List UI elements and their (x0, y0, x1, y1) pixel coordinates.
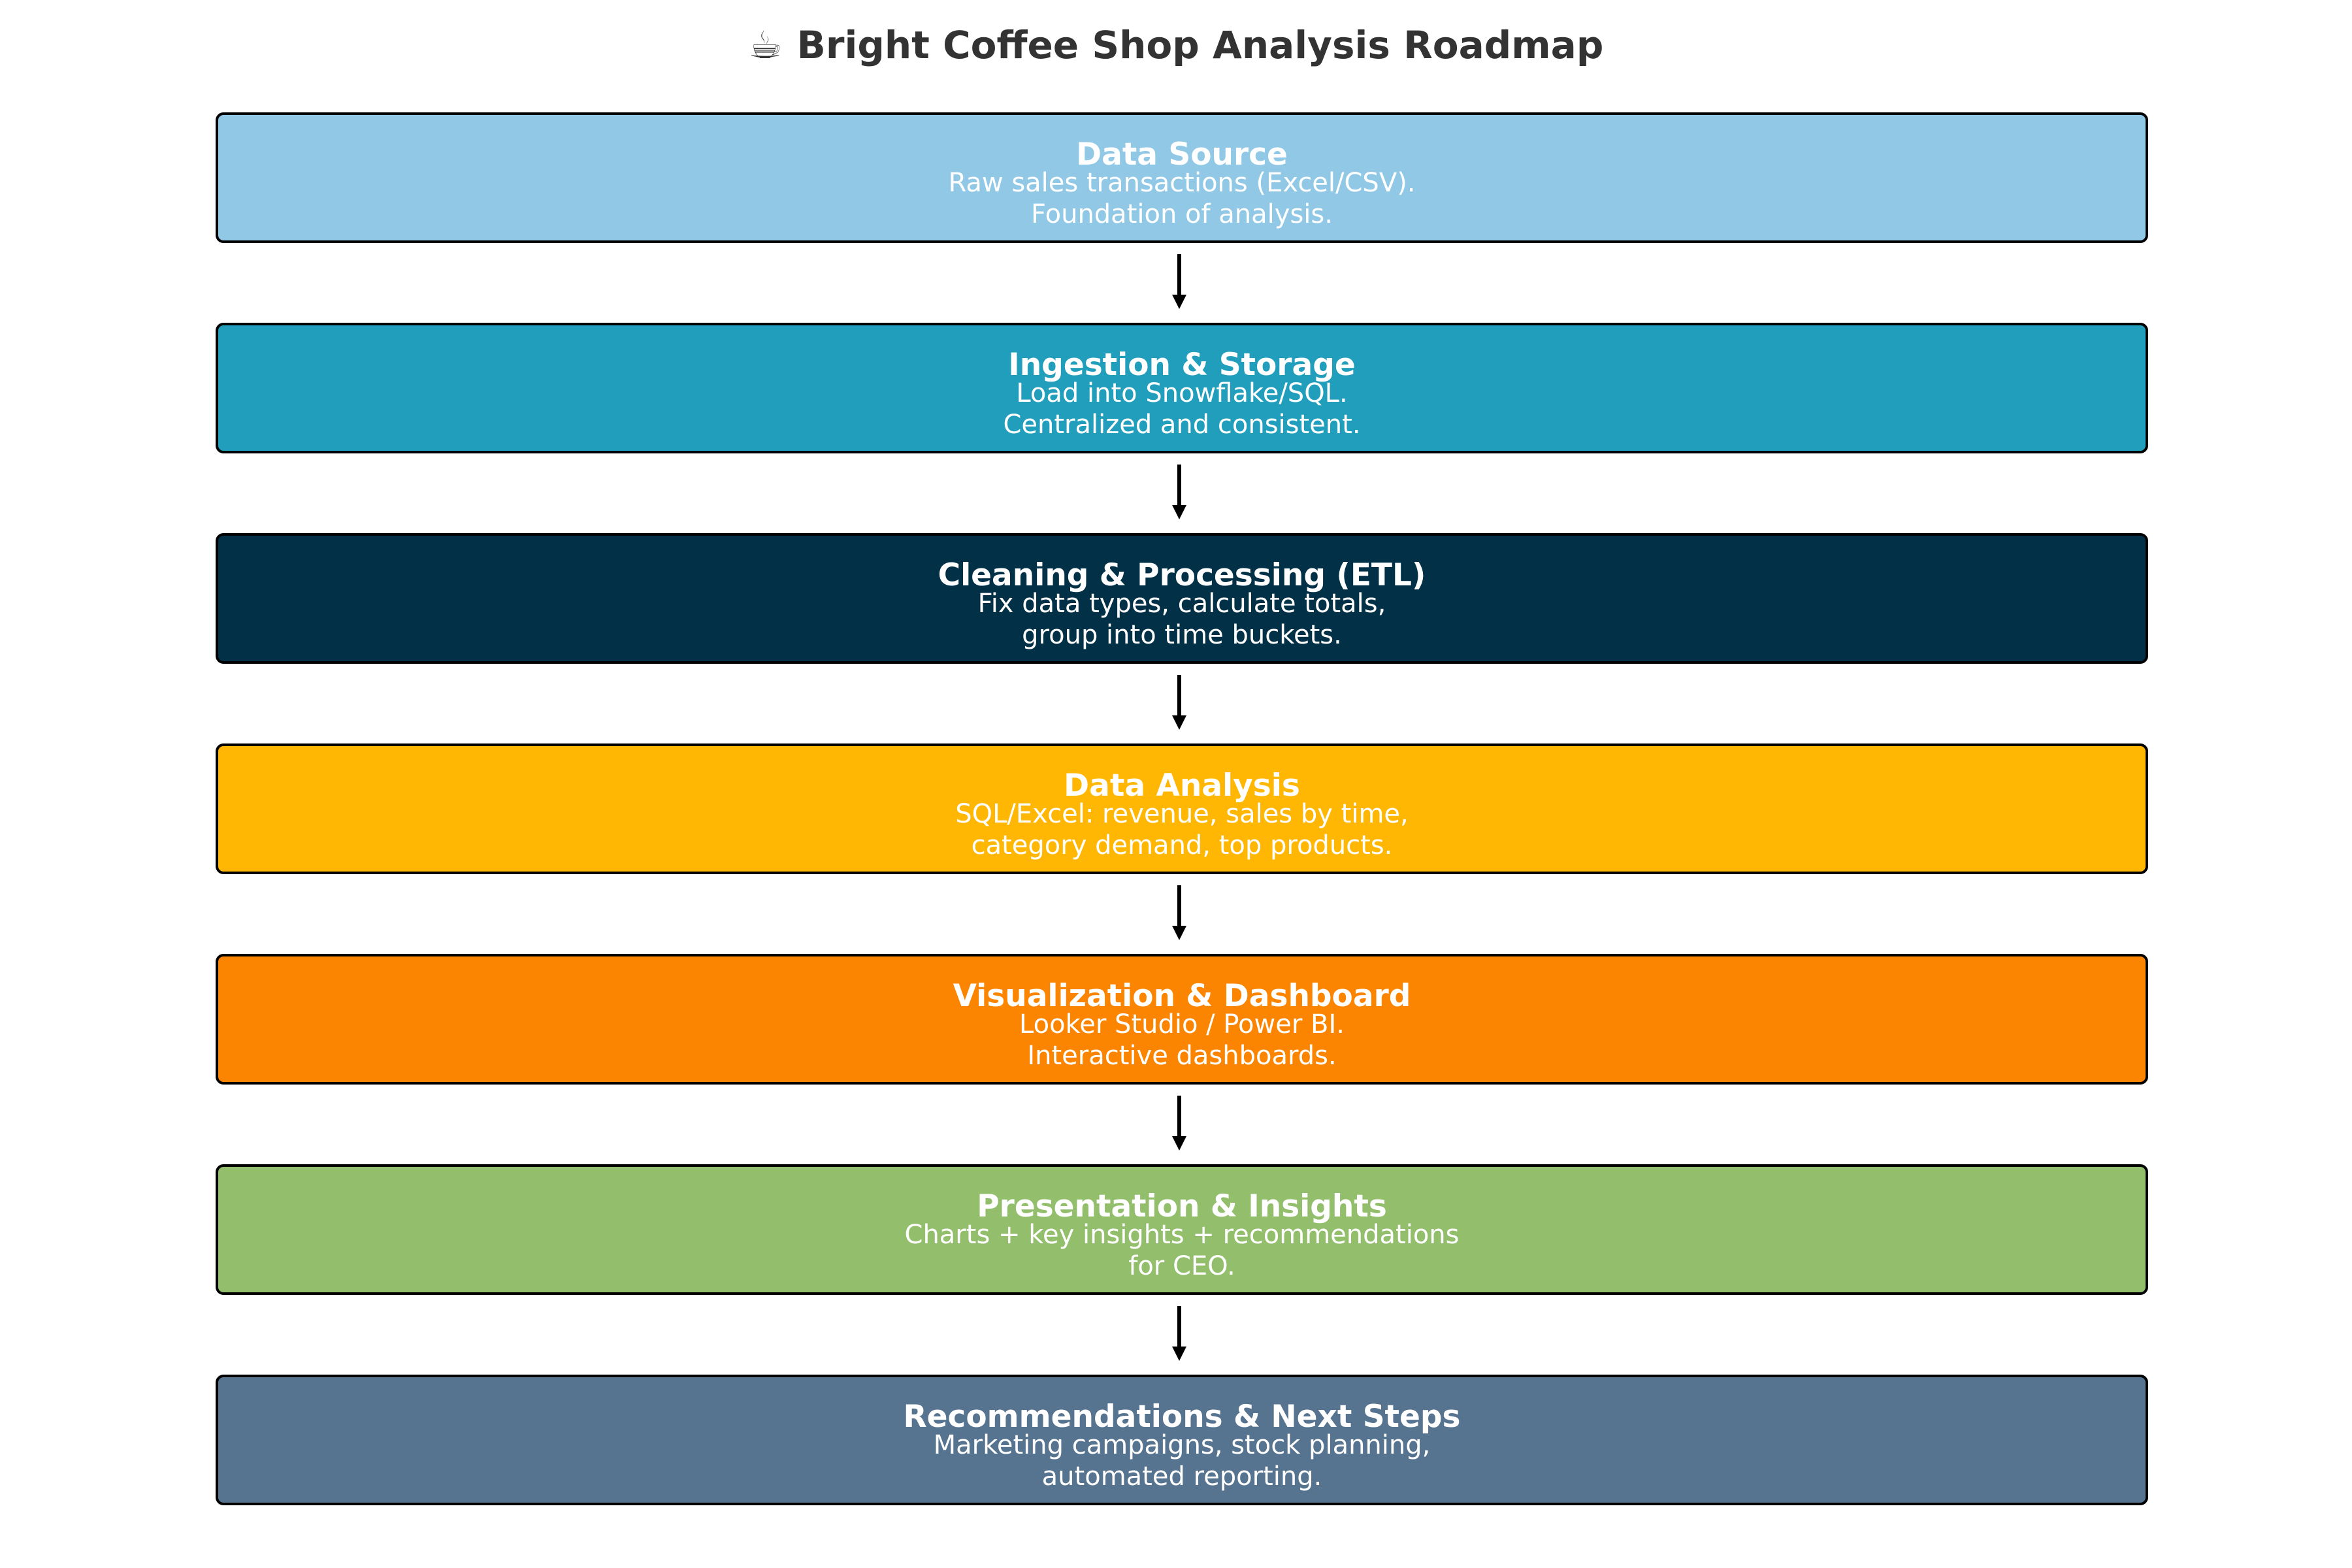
down-arrow-icon (1172, 675, 1186, 730)
step-description-line: Centralized and consistent. (1003, 410, 1361, 440)
step-description-line: Foundation of analysis. (1031, 199, 1333, 229)
step-description-line: Looker Studio / Power BI. (1019, 1009, 1345, 1039)
step-description-line: group into time buckets. (1022, 620, 1342, 650)
step-title: Recommendations & Next Steps (903, 1399, 1461, 1435)
step-description-line: Marketing campaigns, stock planning, (933, 1430, 1431, 1460)
step-description: Charts + key insights + recommendations … (218, 1219, 2146, 1282)
step-description-line: Charts + key insights + recommendations (904, 1220, 1460, 1250)
step-title: Ingestion & Storage (1008, 347, 1356, 383)
step-ingestion-storage: Ingestion & Storage Load into Snowflake/… (216, 323, 2148, 453)
step-description-line: automated reporting. (1041, 1462, 1322, 1492)
down-arrow-icon (1172, 1306, 1186, 1361)
coffee-cup-icon: ☕ (748, 23, 783, 67)
step-description-line: Interactive dashboards. (1027, 1041, 1337, 1071)
step-description: Marketing campaigns, stock planning, aut… (218, 1429, 2146, 1492)
step-presentation-insights: Presentation & Insights Charts + key ins… (216, 1164, 2148, 1295)
step-description-line: for CEO. (1128, 1251, 1235, 1281)
step-description-line: Load into Snowflake/SQL. (1016, 378, 1348, 408)
down-arrow-icon (1172, 254, 1186, 309)
down-arrow-icon (1172, 465, 1186, 519)
down-arrow-icon (1172, 1096, 1186, 1151)
step-title: Data Analysis (1064, 768, 1300, 804)
step-description-line: Fix data types, calculate totals, (977, 589, 1386, 619)
step-description: Raw sales transactions (Excel/CSV). Foun… (218, 167, 2146, 230)
step-recommendations-next-steps: Recommendations & Next Steps Marketing c… (216, 1375, 2148, 1505)
step-title: Data Source (1076, 137, 1288, 172)
step-description-line: SQL/Excel: revenue, sales by time, (955, 799, 1409, 829)
roadmap-title-text: Bright Coffee Shop Analysis Roadmap (796, 23, 1604, 67)
roadmap-title: ☕ Bright Coffee Shop Analysis Roadmap (0, 22, 2352, 68)
step-title: Cleaning & Processing (ETL) (938, 557, 1426, 593)
step-description: Fix data types, calculate totals, group … (218, 588, 2146, 651)
step-title: Visualization & Dashboard (953, 978, 1411, 1014)
step-data-analysis: Data Analysis SQL/Excel: revenue, sales … (216, 743, 2148, 874)
step-cleaning-processing: Cleaning & Processing (ETL) Fix data typ… (216, 533, 2148, 664)
step-visualization-dashboard: Visualization & Dashboard Looker Studio … (216, 954, 2148, 1085)
step-description: SQL/Excel: revenue, sales by time, categ… (218, 798, 2146, 861)
step-data-source: Data Source Raw sales transactions (Exce… (216, 112, 2148, 243)
step-description: Looker Studio / Power BI. Interactive da… (218, 1009, 2146, 1071)
step-description-line: category demand, top products. (971, 830, 1393, 860)
down-arrow-icon (1172, 885, 1186, 940)
step-description-line: Raw sales transactions (Excel/CSV). (948, 168, 1416, 198)
step-description: Load into Snowflake/SQL. Centralized and… (218, 378, 2146, 440)
step-title: Presentation & Insights (977, 1188, 1387, 1224)
